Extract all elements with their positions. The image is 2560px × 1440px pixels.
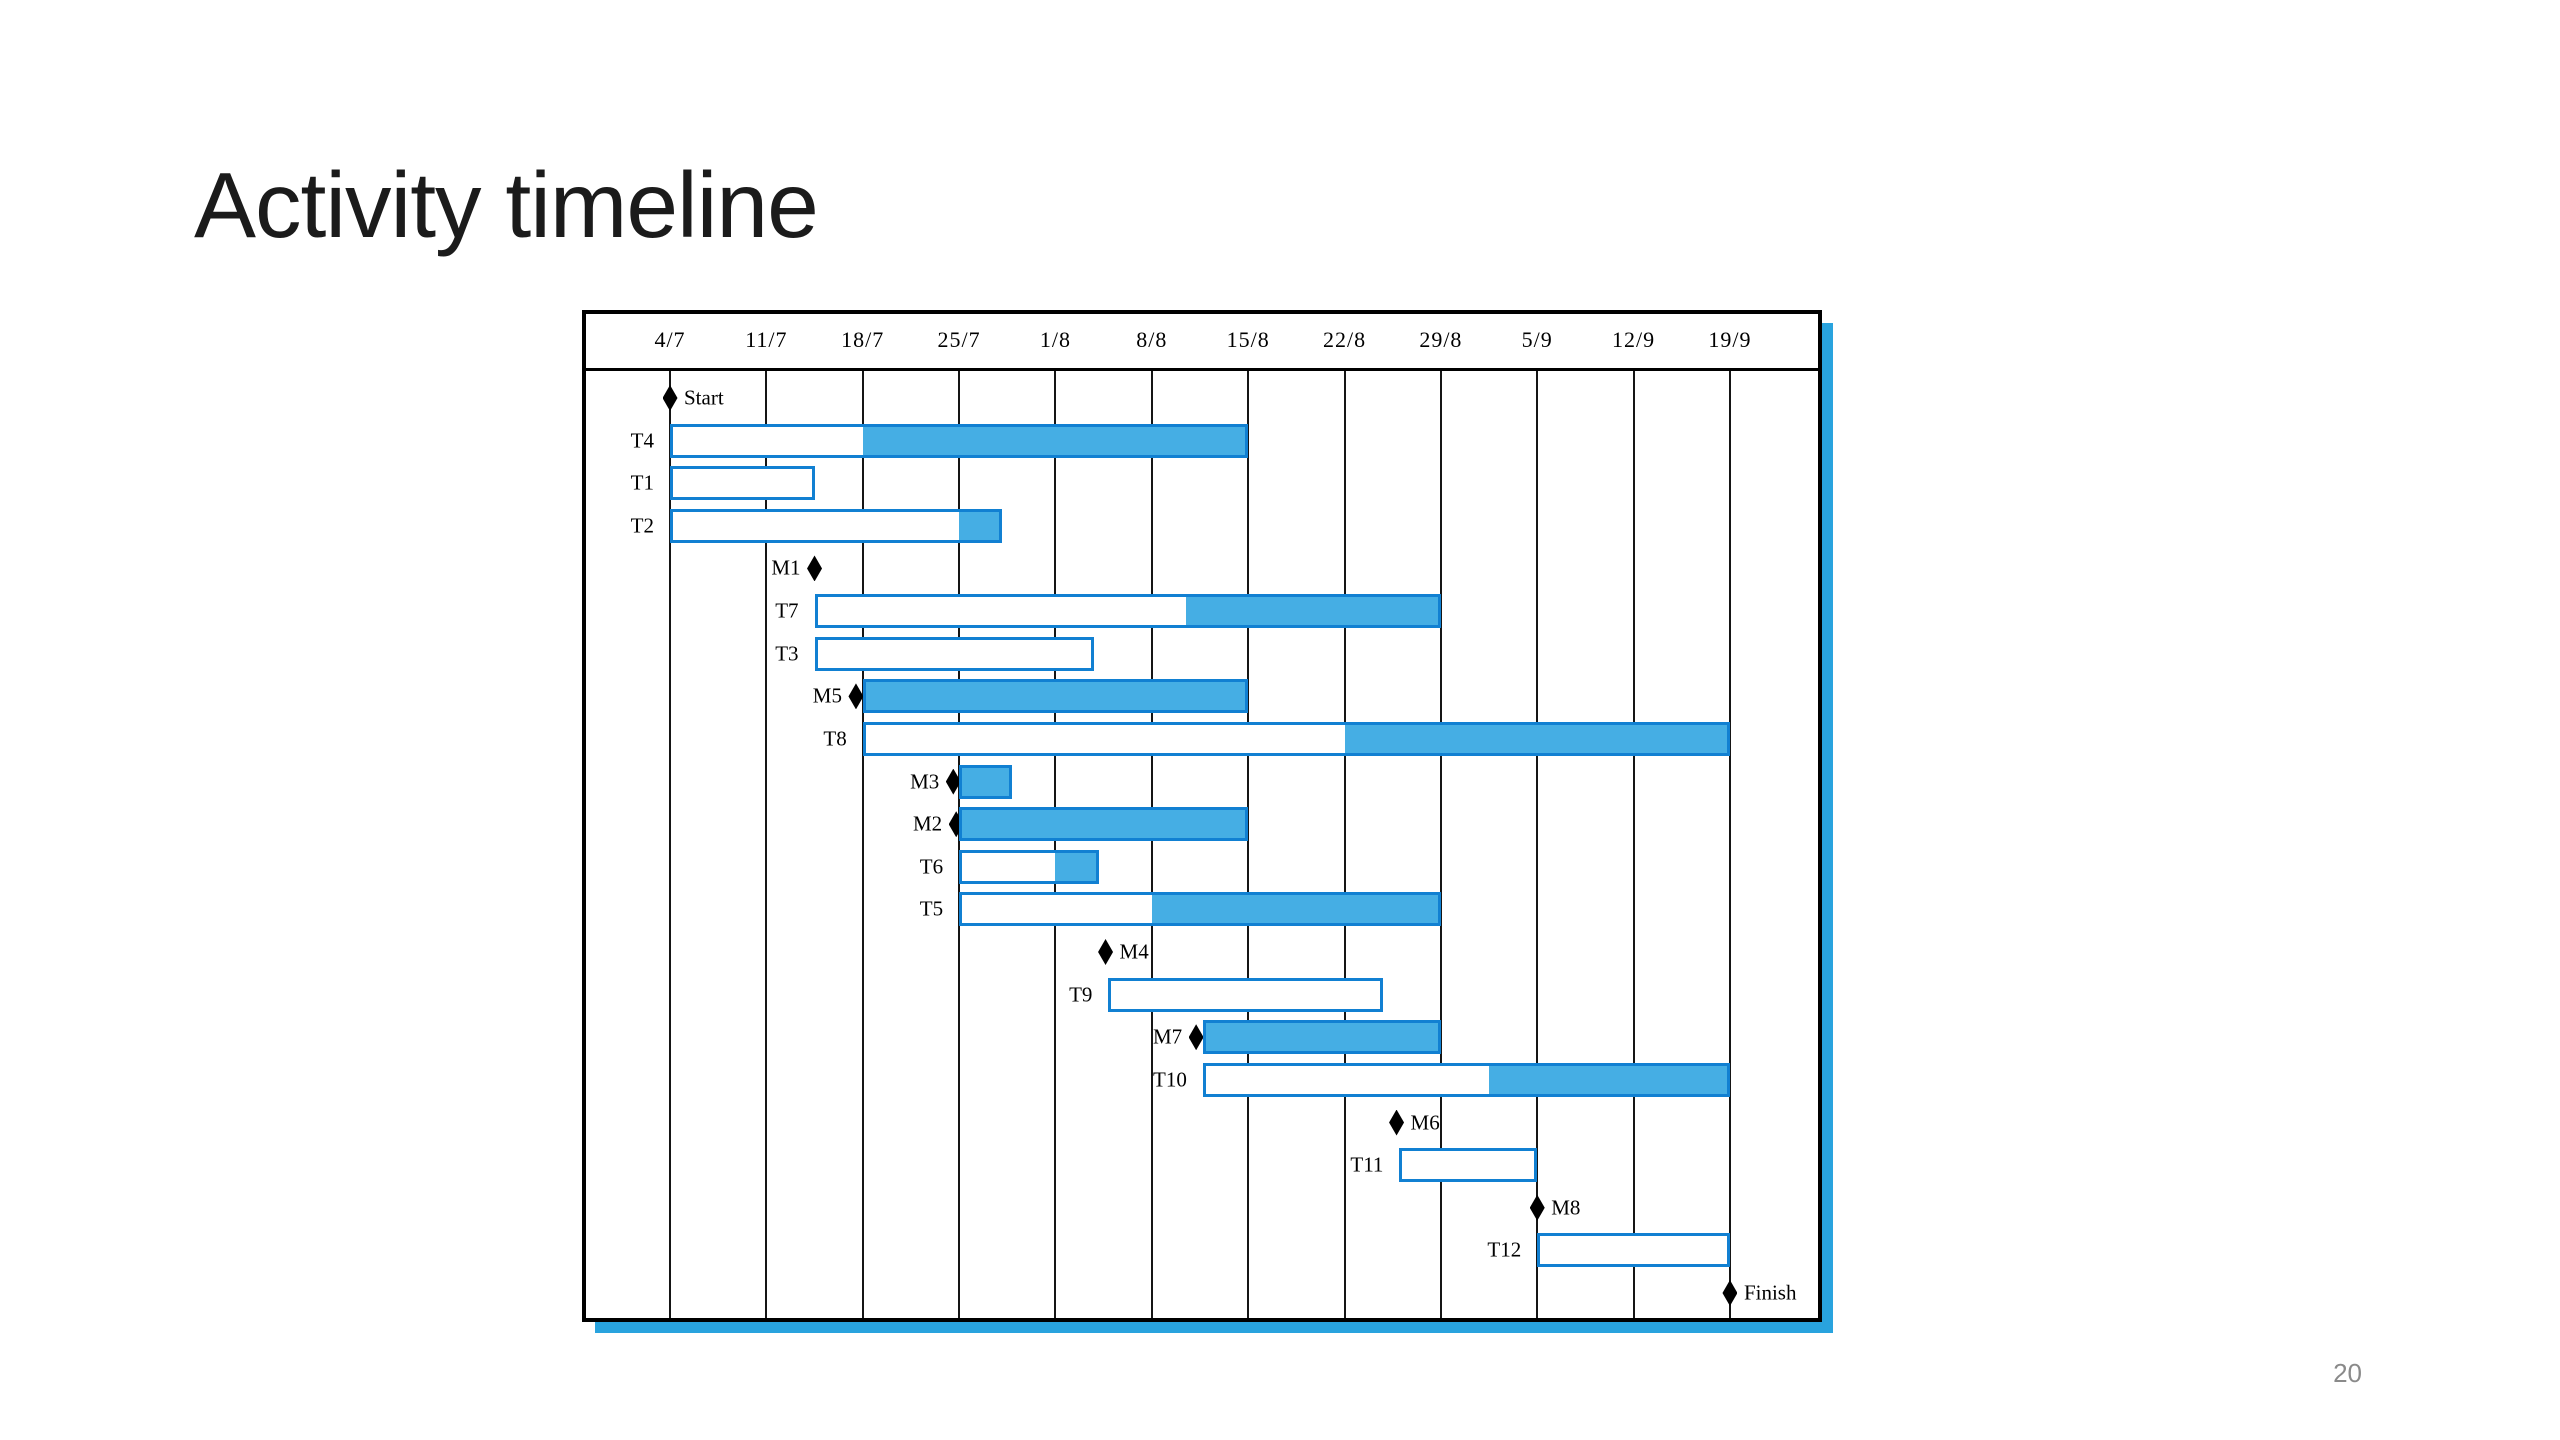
- activity-bar: [959, 764, 1013, 799]
- activity-bar-filled-segment: [862, 426, 1246, 455]
- page-number: 20: [2333, 1358, 2362, 1388]
- activity-bar: [1108, 977, 1384, 1012]
- task-label: T4: [630, 428, 654, 453]
- week-gridline: [1728, 371, 1731, 1318]
- milestone-label: M6: [1410, 1110, 1440, 1135]
- task-label: T6: [919, 854, 944, 879]
- task-label: T7: [775, 598, 799, 623]
- gantt-chart: 4/7 11/7 18/7 25/7 1/8 8/8 15/8 22/8 29/8 5/9 12/9…: [582, 310, 1822, 1322]
- milestone-diamond-icon: [1188, 1024, 1204, 1051]
- axis-tick-label: 11/7: [745, 327, 788, 352]
- task-label: T2: [630, 513, 654, 538]
- milestone-diamond-icon: [662, 385, 678, 411]
- axis-tick-label: 12/9: [1612, 327, 1656, 352]
- week-gridline: [1247, 371, 1250, 1318]
- activity-bar: [814, 594, 1441, 629]
- milestone-label: M8: [1551, 1195, 1581, 1220]
- axis-tick-label: 5/9: [1521, 327, 1553, 352]
- milestone-diamond-icon: [1529, 1194, 1545, 1221]
- task-label: T11: [1350, 1152, 1384, 1177]
- milestone-label: Start: [684, 385, 724, 410]
- axis-tick-label: 15/8: [1226, 327, 1270, 352]
- week-gridline: [1536, 371, 1539, 1318]
- task-label: T5: [919, 896, 944, 921]
- task-label: T8: [823, 726, 847, 751]
- axis-tick-label: 25/7: [937, 327, 981, 352]
- activity-bar: [814, 636, 1094, 671]
- activity-bar: [1399, 1148, 1538, 1183]
- slide-title: Activity timeline: [194, 153, 819, 257]
- axis-separator-line: [586, 368, 1818, 371]
- milestone-diamond-icon: [1722, 1280, 1738, 1307]
- activity-bar: [1202, 1062, 1730, 1097]
- activity-bar: [1202, 1020, 1441, 1055]
- activity-bar: [1537, 1233, 1730, 1268]
- activity-bar: [959, 807, 1249, 842]
- activity-bar-filled-segment: [1205, 1023, 1438, 1052]
- activity-bar-filled-segment: [1151, 895, 1438, 924]
- task-label: T12: [1487, 1237, 1522, 1262]
- milestone-label: M5: [812, 683, 842, 708]
- axis-tick-label: 19/9: [1708, 327, 1752, 352]
- activity-bar-filled-segment: [865, 682, 1246, 711]
- activity-bar-filled-segment: [1344, 724, 1727, 753]
- week-gridline: [1439, 371, 1442, 1318]
- activity-bar: [959, 892, 1441, 927]
- week-gridline: [765, 371, 768, 1318]
- activity-bar-filled-segment: [1185, 597, 1438, 626]
- task-label: T1: [630, 470, 654, 495]
- axis-tick-label: 29/8: [1419, 327, 1463, 352]
- milestone-label: M7: [1152, 1024, 1183, 1049]
- milestone-label: M4: [1119, 939, 1149, 964]
- milestone-diamond-icon: [807, 555, 823, 582]
- task-label: T3: [775, 641, 799, 666]
- milestone-diamond-icon: [1098, 939, 1114, 966]
- week-gridline: [1343, 371, 1346, 1318]
- week-gridline: [958, 371, 961, 1318]
- week-gridline: [669, 371, 671, 1318]
- task-label: T10: [1153, 1067, 1187, 1092]
- activity-bar: [862, 679, 1249, 714]
- milestone-label: M1: [771, 555, 801, 580]
- activity-bar: [670, 466, 815, 501]
- axis-tick-label: 18/7: [841, 327, 885, 352]
- milestone-label: Finish: [1743, 1280, 1797, 1305]
- activity-bar-filled-segment: [1489, 1065, 1727, 1094]
- activity-bar: [862, 721, 1730, 756]
- activity-bar-filled-segment: [1055, 852, 1096, 881]
- milestone-diamond-icon: [945, 768, 961, 795]
- week-gridline: [861, 371, 864, 1318]
- task-label: T9: [1069, 982, 1093, 1007]
- milestone-diamond-icon: [1389, 1109, 1405, 1136]
- milestone-label: M2: [913, 811, 943, 836]
- activity-bar-filled-segment: [962, 767, 1010, 796]
- axis-tick-label: 4/7: [654, 327, 686, 352]
- milestone-diamond-icon: [848, 683, 864, 710]
- week-gridline: [1150, 371, 1153, 1318]
- activity-bar: [670, 423, 1249, 458]
- week-gridline: [1632, 371, 1635, 1318]
- axis-tick-label: 8/8: [1136, 327, 1168, 352]
- axis-tick-label: 1/8: [1039, 327, 1071, 352]
- activity-bar: [670, 508, 1003, 543]
- milestone-label: M3: [910, 769, 940, 794]
- axis-tick-label: 22/8: [1322, 327, 1367, 352]
- activity-bar-filled-segment: [959, 511, 1000, 540]
- activity-bar: [959, 849, 1099, 884]
- activity-bar-filled-segment: [962, 810, 1246, 839]
- week-gridline: [1054, 371, 1057, 1318]
